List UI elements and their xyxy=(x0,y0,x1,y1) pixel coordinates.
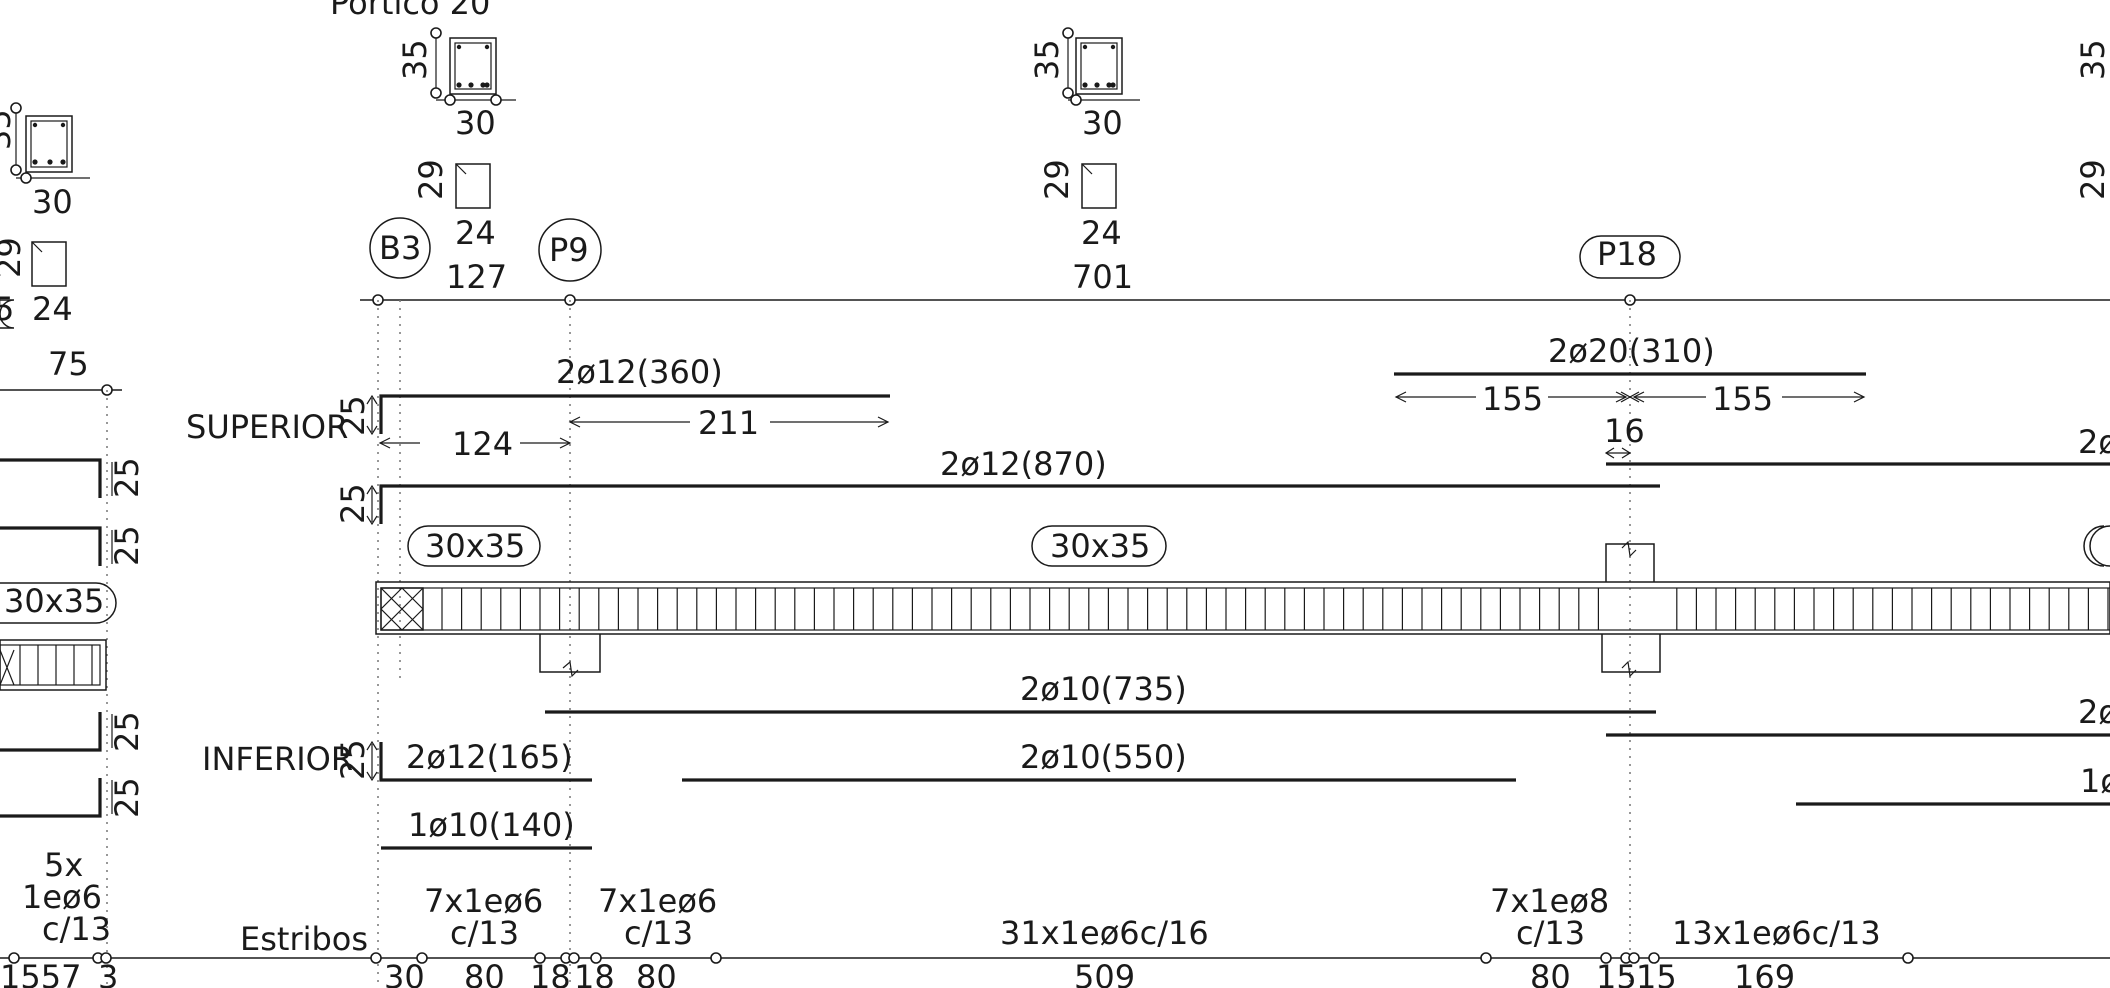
dim-30: 30 xyxy=(384,958,425,988)
p18-stub-top xyxy=(1605,543,1655,582)
svg-text:25: 25 xyxy=(108,777,146,818)
superior-hook-dims: 25 25 xyxy=(334,394,378,526)
support-p9: P9 xyxy=(538,218,602,282)
svg-text:24: 24 xyxy=(1081,214,1122,252)
sup-dim-211: 211 xyxy=(698,404,759,442)
dim-509: 509 xyxy=(1074,958,1135,988)
sup-dim-124: 124 xyxy=(452,425,513,463)
column-section-a: 35 30 xyxy=(396,27,516,142)
dim-15a: 15 xyxy=(1596,958,1637,988)
svg-text:25: 25 xyxy=(108,457,146,498)
svg-text:29: 29 xyxy=(1038,159,1076,200)
dim-169: 169 xyxy=(1734,958,1795,988)
left-stirrup-count: 5x xyxy=(44,846,83,884)
stirrup-ticks xyxy=(441,588,2109,630)
stirrup-g4-l2: c/13 xyxy=(1516,914,1585,952)
dim-18a: 18 xyxy=(530,958,571,988)
stirrup-g1-l1: 7x1eø6 xyxy=(424,882,543,920)
stirrup-g2-l2: c/13 xyxy=(624,914,693,952)
beam-label-a: 30x35 xyxy=(407,525,541,567)
left-span-bars: 25 25 25 25 xyxy=(0,457,146,818)
stirrup-g1-l2: c/13 xyxy=(450,914,519,952)
support-b3: B3 xyxy=(369,217,431,279)
inf-bar4-label: 1ø10(140) xyxy=(408,806,575,844)
svg-text:2ø: 2ø xyxy=(2078,693,2110,731)
svg-text:30x35: 30x35 xyxy=(425,527,525,565)
svg-text:25: 25 xyxy=(108,525,146,566)
p18-stub-bot xyxy=(1601,634,1661,673)
inferior-label: INFERIOR xyxy=(202,740,353,778)
inf-bar3-label: 2ø10(550) xyxy=(1020,738,1187,776)
left-stirrup-spacing: c/13 xyxy=(42,910,111,948)
span-b3-p9: 127 xyxy=(446,258,507,296)
span-p9-p18: 701 xyxy=(1072,258,1133,296)
sup-bar1-label: 2ø12(360) xyxy=(556,353,723,391)
p9-stub xyxy=(539,634,601,673)
stirrup-g3-l1: 31x1eø6c/16 xyxy=(1000,914,1209,952)
dim-80c: 80 xyxy=(1530,958,1571,988)
dim-80a: 80 xyxy=(464,958,505,988)
right-col-edge: 35 29 xyxy=(2074,39,2110,200)
pier-section-left: 29 1557 24 5 xyxy=(0,237,73,329)
pier-section-a: 29 24 xyxy=(412,159,496,252)
dim-18b: 18 xyxy=(574,958,615,988)
inf-bar2 xyxy=(379,742,592,782)
col-a-height: 35 xyxy=(396,39,434,80)
support-p18: P18 xyxy=(1579,235,1681,279)
svg-text:30x35: 30x35 xyxy=(1050,527,1150,565)
svg-text:24: 24 xyxy=(455,214,496,252)
beam-label-b: 30x35 xyxy=(1031,525,1167,567)
dim-3: 3 xyxy=(98,958,118,988)
svg-text:P9: P9 xyxy=(549,231,589,269)
inf-bar1-label: 2ø10(735) xyxy=(1020,670,1187,708)
column-section-left: 35 30 xyxy=(0,102,90,221)
col-b-height: 35 xyxy=(1028,39,1066,80)
svg-text:30x35: 30x35 xyxy=(4,582,104,620)
svg-text:2ø: 2ø xyxy=(2078,423,2110,461)
stirrup-g4-l1: 7x1eø8 xyxy=(1490,882,1609,920)
svg-text:P18: P18 xyxy=(1597,235,1657,273)
svg-text:1ø: 1ø xyxy=(2080,762,2110,800)
stirrup-g5-l1: 13x1eø6c/13 xyxy=(1672,914,1881,952)
dim-15b: 15 xyxy=(1636,958,1677,988)
col-a-width: 30 xyxy=(455,104,496,142)
left-beam-partial xyxy=(0,639,107,691)
column-section-b: 35 30 xyxy=(1028,27,1140,142)
left-col-width: 30 xyxy=(32,183,73,221)
superior-label: SUPERIOR xyxy=(186,408,348,446)
svg-text:29: 29 xyxy=(0,237,28,278)
dim-1557: 1557 xyxy=(0,958,81,988)
support-b3-box xyxy=(380,587,424,631)
left-col-height: 35 xyxy=(0,109,18,150)
portico-title: Pórtico 20 xyxy=(330,0,490,22)
svg-text:25: 25 xyxy=(108,711,146,752)
pier-section-b: 29 24 xyxy=(1038,159,1122,252)
sup-dim-16: 16 xyxy=(1604,412,1645,450)
sup-bar2-label: 2ø12(870) xyxy=(940,445,1107,483)
stirrups-label: Estribos xyxy=(240,920,368,958)
svg-text:29: 29 xyxy=(2074,159,2110,200)
svg-text:25: 25 xyxy=(334,483,372,524)
dim-80b: 80 xyxy=(636,958,677,988)
sup-dim-155b: 155 xyxy=(1712,380,1773,418)
sup-bar1 xyxy=(379,394,890,434)
sup-bar3-label: 2ø20(310) xyxy=(1548,332,1715,370)
sup-dim-155a: 155 xyxy=(1482,380,1543,418)
svg-text:25: 25 xyxy=(334,395,372,436)
svg-text:35: 35 xyxy=(2074,39,2110,80)
svg-text:5: 5 xyxy=(0,290,14,328)
beam-label-left: 30x35 xyxy=(0,582,117,624)
svg-text:29: 29 xyxy=(412,159,450,200)
svg-text:24: 24 xyxy=(32,290,73,328)
beam-body xyxy=(375,581,2110,635)
svg-text:25: 25 xyxy=(334,739,372,780)
sup-bar2 xyxy=(379,484,1660,524)
left-span: 75 xyxy=(48,345,89,383)
stirrup-g2-l1: 7x1eø6 xyxy=(598,882,717,920)
left-stirrup-bar: 1eø6 xyxy=(22,878,102,916)
inf-bar2-label: 2ø12(165) xyxy=(406,738,573,776)
col-b-width: 30 xyxy=(1082,104,1123,142)
svg-text:B3: B3 xyxy=(379,229,421,267)
